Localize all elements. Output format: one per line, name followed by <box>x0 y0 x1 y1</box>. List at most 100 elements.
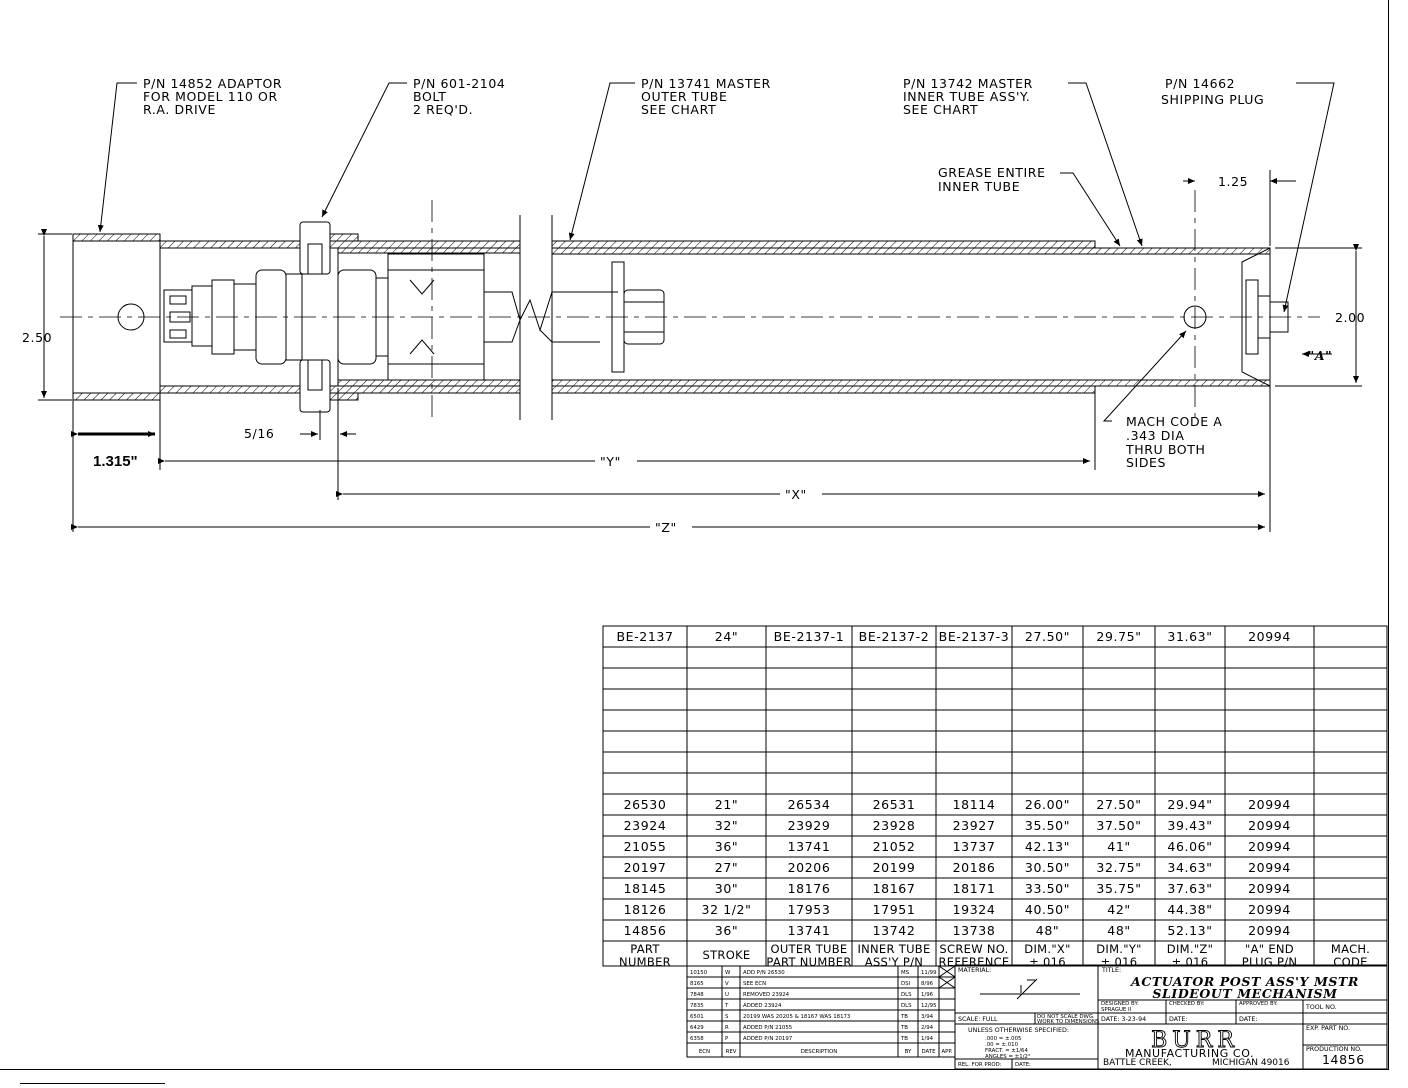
table-cell: BE-2137-3 <box>939 629 1010 644</box>
revision-cell: 1/96 <box>921 992 934 998</box>
svg-text:P/N 601-2104: P/N 601-2104 <box>413 76 505 91</box>
table-cell: 39.43" <box>1167 818 1212 833</box>
svg-text:MANUFACTURING CO.: MANUFACTURING CO. <box>1125 1047 1254 1060</box>
revision-cell: DLS <box>901 992 912 998</box>
svg-text:REL. FOR PROD:: REL. FOR PROD: <box>958 1062 1002 1068</box>
revision-cell: W <box>725 970 731 976</box>
revision-cell: S <box>725 1014 729 1020</box>
svg-text:INNER TUBE ASS'Y.: INNER TUBE ASS'Y. <box>903 89 1030 104</box>
table-cell: 35.50" <box>1025 818 1070 833</box>
revision-cell: 7835 <box>690 1003 704 1009</box>
svg-text:DATE:: DATE: <box>1239 1016 1258 1023</box>
table-cell: 46.06" <box>1167 839 1212 854</box>
table-cell: 23928 <box>873 818 916 833</box>
svg-text:.000 = ±.005: .000 = ±.005 <box>985 1036 1021 1042</box>
outer-tube-wall-top <box>551 240 1096 249</box>
revision-cell: 6501 <box>690 1014 704 1020</box>
revision-cell: 20199 WAS 20205 & 18167 WAS 18173 <box>743 1014 850 1020</box>
table-header: MACH. <box>1331 942 1370 956</box>
table-cell: 13742 <box>873 923 916 938</box>
dim-1-25: 1.25 <box>1218 174 1248 189</box>
revision-cell: 8165 <box>690 981 704 987</box>
title-block: MATERIAL: TITLE: ACTUATOR POST ASS'Y MST… <box>954 964 1388 1070</box>
svg-text:MATERIAL:: MATERIAL: <box>958 967 991 974</box>
table-cell: 23924 <box>624 818 667 833</box>
table-cell: 23929 <box>788 818 831 833</box>
table-header: DIM."Y" <box>1096 942 1142 956</box>
svg-text:GREASE ENTIRE: GREASE ENTIRE <box>938 165 1046 180</box>
table-cell: 21052 <box>873 839 916 854</box>
svg-text:WORK TO DIMENSIONS: WORK TO DIMENSIONS <box>1037 1019 1100 1025</box>
table-header: STROKE <box>703 948 751 962</box>
table-cell: 36" <box>715 923 738 938</box>
table-cell: 17953 <box>788 902 831 917</box>
table-cell: 20994 <box>1248 881 1291 896</box>
table-header: ASS'Y P/N <box>865 955 923 969</box>
callout-grease: GREASE ENTIRE INNER TUBE <box>938 165 1046 194</box>
table-cell: 13737 <box>953 839 996 854</box>
svg-text:P/N 14662: P/N 14662 <box>1165 76 1235 91</box>
dim-5-16: 5/16 <box>244 426 274 441</box>
table-header: DIM."X" <box>1024 942 1070 956</box>
table-cell: 20994 <box>1248 839 1291 854</box>
revision-cell: R <box>725 1025 729 1031</box>
revision-cell: V <box>725 981 729 987</box>
table-cell: 30.50" <box>1025 860 1070 875</box>
production-number: 14856 <box>1322 1052 1365 1067</box>
table-cell: 44.38" <box>1167 902 1212 917</box>
revision-cell: 6358 <box>690 1036 704 1042</box>
table-cell: BE-2137 <box>617 629 674 644</box>
table-cell: 13741 <box>788 923 831 938</box>
table-cell: 29.75" <box>1096 629 1141 644</box>
table-cell: 18167 <box>873 881 916 896</box>
table-header: DIM."Z" <box>1167 942 1213 956</box>
dim-2-50: 2.50 <box>22 330 52 345</box>
dim-a: "A" <box>1308 348 1333 363</box>
table-cell: 13741 <box>788 839 831 854</box>
svg-text:MICHIGAN 49016: MICHIGAN 49016 <box>1212 1058 1290 1068</box>
table-cell: 42" <box>1107 902 1130 917</box>
svg-text:FOR MODEL 110 OR: FOR MODEL 110 OR <box>143 89 278 104</box>
svg-text:.343 DIA: .343 DIA <box>1126 428 1184 443</box>
drawing-title-2: SLIDEOUT MECHANISM <box>1152 986 1338 1001</box>
table-header: PART <box>630 942 660 956</box>
table-cell: 13738 <box>953 923 996 938</box>
table-cell: 27.50" <box>1096 797 1141 812</box>
table-header: ±.016 <box>1172 955 1209 969</box>
table-cell: 37.63" <box>1167 881 1212 896</box>
table-header: "A" END <box>1245 942 1294 956</box>
table-cell: 14856 <box>624 923 667 938</box>
revision-cell: DLS <box>901 1003 912 1009</box>
table-cell: 20994 <box>1248 923 1291 938</box>
table-cell: 32.75" <box>1096 860 1141 875</box>
dim-x: "X" <box>785 487 807 502</box>
table-cell: 27" <box>715 860 738 875</box>
revision-cell: ADDED P/N 20197 <box>743 1036 792 1042</box>
revision-cell: 10150 <box>690 970 708 976</box>
svg-text:.00 = ±.010: .00 = ±.010 <box>985 1042 1019 1048</box>
svg-text:P/N 13741 MASTER: P/N 13741 MASTER <box>641 76 771 91</box>
table-cell: 21" <box>715 797 738 812</box>
table-cell: 19324 <box>953 902 996 917</box>
drawing-title-1: ACTUATOR POST ASS'Y MSTR <box>1130 974 1359 989</box>
revision-cell: T <box>724 1003 729 1009</box>
table-cell: 48" <box>1036 923 1059 938</box>
table-cell: 36" <box>715 839 738 854</box>
callout-inner-tube: P/N 13742 MASTER INNER TUBE ASS'Y. SEE C… <box>903 76 1032 117</box>
outer-tube-wall-top-left <box>159 240 301 249</box>
table-cell: 20994 <box>1248 797 1291 812</box>
svg-text:INNER TUBE: INNER TUBE <box>938 179 1020 194</box>
svg-text:TOOL NO.: TOOL NO. <box>1305 1004 1337 1011</box>
dim-1-315: 1.315" <box>93 453 138 470</box>
table-cell: 37.50" <box>1096 818 1141 833</box>
revision-cell: 7848 <box>690 992 704 998</box>
table-cell: 23927 <box>953 818 996 833</box>
table-cell: 29.94" <box>1167 797 1212 812</box>
table-cell: 26530 <box>624 797 667 812</box>
table-cell: 42.13" <box>1025 839 1070 854</box>
svg-text:SIDES: SIDES <box>1126 455 1166 470</box>
table-header: PART NUMBER <box>766 955 851 969</box>
revision-cell: 6429 <box>690 1025 704 1031</box>
revision-cell: 12/95 <box>921 1003 937 1009</box>
